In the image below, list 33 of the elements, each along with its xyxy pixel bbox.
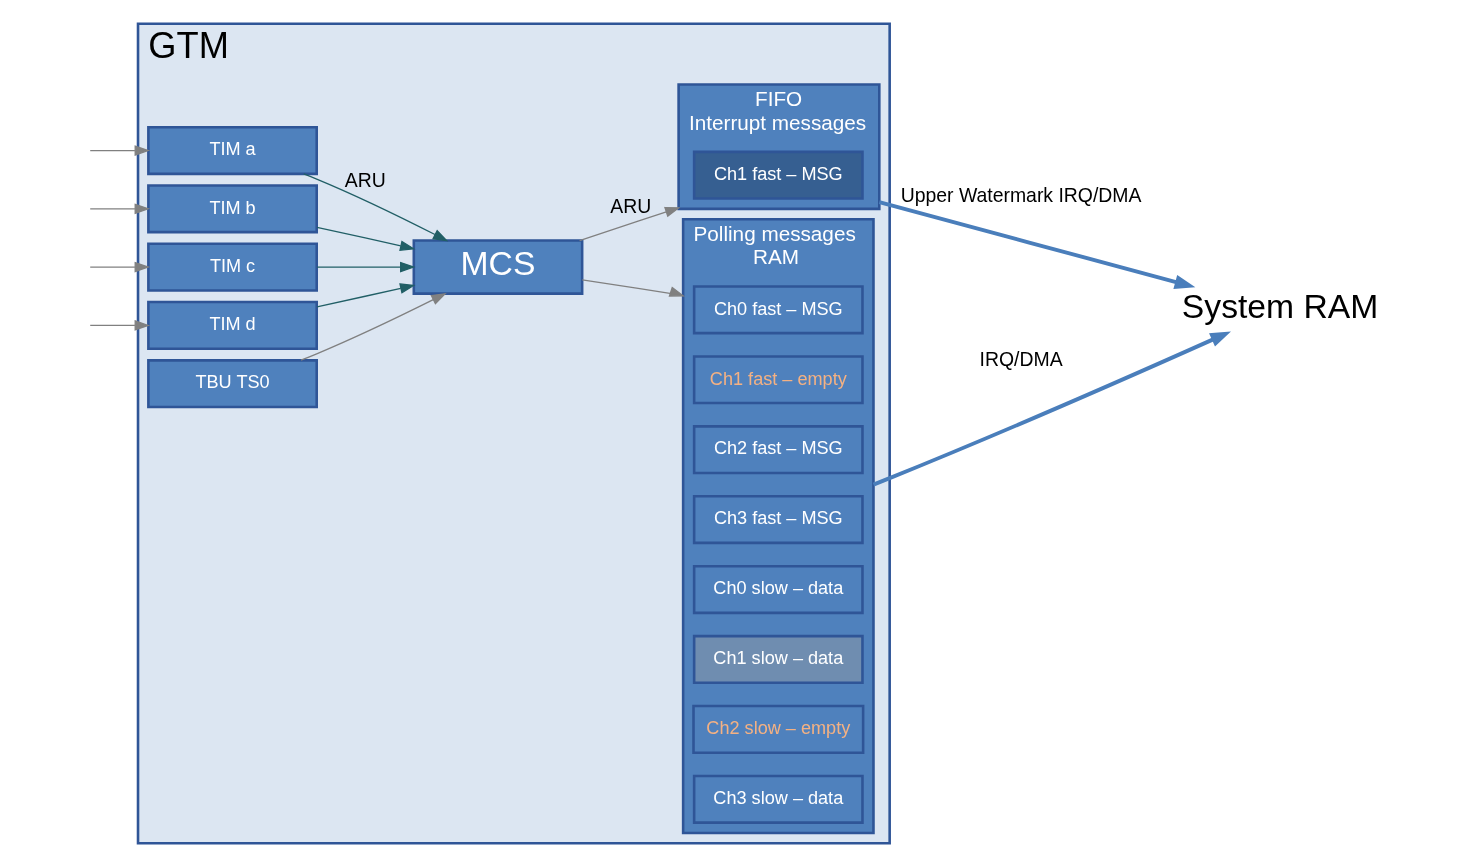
edge-label: Upper Watermark IRQ/DMA — [900, 184, 1141, 207]
node-box: Ch1 slow – data — [692, 634, 864, 685]
node-box: TBU TS0 — [146, 359, 318, 409]
node-box: Ch2 fast – MSG — [692, 425, 864, 475]
node-box: Ch0 slow – data — [692, 564, 864, 615]
node-box: Ch3 slow – data — [692, 774, 864, 824]
arrow — [89, 203, 150, 215]
edge-label: IRQ/DMA — [979, 347, 1063, 370]
arrow — [581, 279, 685, 297]
node-box: Ch0 fast – MSG — [692, 285, 864, 335]
node-box: TIM a — [146, 125, 318, 176]
node-box: Ch1 fast – MSG — [692, 150, 864, 200]
arrow — [89, 145, 150, 156]
arrow — [302, 173, 448, 242]
arrow — [315, 226, 415, 252]
node-text: System RAM — [1181, 288, 1378, 325]
node-box: MCS — [412, 239, 583, 295]
arrow — [299, 292, 447, 361]
node-box: TIM d — [146, 300, 318, 350]
node-box: TIM b — [146, 184, 318, 234]
arrow — [872, 331, 1231, 487]
edge-label: ARU — [609, 194, 651, 217]
arrow — [89, 319, 150, 331]
arrow — [89, 261, 150, 273]
node-box: Ch1 fast – empty — [692, 355, 864, 405]
arrow — [878, 200, 1195, 289]
node-box: Ch2 slow – empty — [691, 704, 864, 754]
arrow — [315, 261, 416, 273]
node-box: TIM c — [146, 242, 318, 292]
arrow — [315, 283, 415, 308]
edge-label: ARU — [344, 168, 386, 191]
node-box: Ch3 fast – MSG — [692, 495, 864, 545]
arrow — [578, 206, 680, 242]
